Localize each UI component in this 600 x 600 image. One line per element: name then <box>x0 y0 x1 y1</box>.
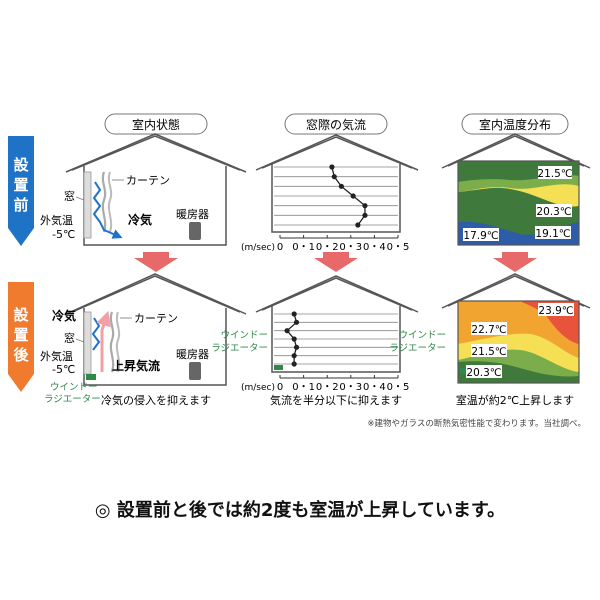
airflow-point <box>291 361 297 367</box>
window-pane <box>83 171 92 239</box>
svg-text:ウインドー: ウインドー <box>398 330 446 341</box>
footnote: ※建物やガラスの断熱気密性能で変わります。当社調べ。 <box>367 418 586 429</box>
temp-label: 23.9℃ <box>538 305 573 317</box>
row-label-before: 設 置 前 <box>8 136 34 246</box>
cold-air-arrow <box>92 181 123 239</box>
column-header-window-airflow: 窓際の気流 <box>284 113 388 135</box>
airflow-point <box>362 212 368 218</box>
svg-text:カーテン: カーテン <box>126 174 170 187</box>
axis-tick-label: 0・1 <box>292 242 315 253</box>
temperature-map-after: 23.9℃ 22.7℃ 21.5℃ 20.3℃ ウインドー ラジエーター <box>389 273 591 384</box>
svg-text:カーテン: カーテン <box>134 312 178 325</box>
rising-air-arrow <box>96 310 111 372</box>
axis-tick-label: 0・1 <box>292 382 315 393</box>
temp-label: 20.3℃ <box>466 367 501 379</box>
svg-text:外気温: 外気温 <box>40 349 73 363</box>
airflow-point <box>291 353 297 359</box>
temp-label: 20.3℃ <box>536 206 571 218</box>
row-label-after: 設 置 後 <box>8 282 34 392</box>
svg-text:外気温: 外気温 <box>40 213 73 227</box>
svg-text:室内状態: 室内状態 <box>132 117 180 132</box>
airflow-point <box>331 174 337 180</box>
svg-text:-5℃: -5℃ <box>52 363 75 376</box>
axis-tick-label: 0・5 <box>387 242 410 253</box>
airflow-point <box>291 336 297 342</box>
row-label-before-char-1: 設 <box>13 156 29 174</box>
temp-label: 17.9℃ <box>463 230 498 242</box>
svg-text:暖房器: 暖房器 <box>176 348 209 361</box>
svg-text:ウインドー: ウインドー <box>50 382 98 393</box>
temp-label: 22.7℃ <box>471 324 506 336</box>
house-after-room: カーテン 冷気 上昇気流 暖房器 窓 外気温 -5℃ ウインドー ラジエーター <box>40 273 247 405</box>
svg-text:冷気: 冷気 <box>128 212 152 227</box>
temp-label: 19.1℃ <box>535 228 570 240</box>
axis-tick-label: 0 <box>277 382 283 393</box>
airflow-point <box>329 164 335 170</box>
temperature-map-before: 21.5℃ 20.3℃ 17.9℃ 19.1℃ <box>441 133 591 246</box>
axis-tick-label: 0・4 <box>363 242 386 253</box>
svg-text:室内温度分布: 室内温度分布 <box>479 117 551 132</box>
airflow-point <box>362 203 368 209</box>
temp-label: 21.5℃ <box>471 346 506 358</box>
window-radiator-icon <box>460 368 470 374</box>
temp-label: 21.5℃ <box>537 168 572 180</box>
axis-tick-label: 0・5 <box>387 382 410 393</box>
axis-tick-label: 0・3 <box>339 382 362 393</box>
row-label-after-char-3: 後 <box>12 346 29 364</box>
airflow-point <box>293 344 300 350</box>
airflow-point <box>293 319 300 325</box>
svg-text:ラジエーター: ラジエーター <box>389 343 446 354</box>
airflow-point <box>284 328 290 334</box>
svg-text:暖房器: 暖房器 <box>176 208 209 221</box>
cold-air-wave <box>91 317 101 351</box>
axis-tick-label: 0・4 <box>363 382 386 393</box>
svg-text:ラジエーター: ラジエーター <box>44 394 101 405</box>
svg-text:窓際の気流: 窓際の気流 <box>306 117 366 132</box>
airflow-point <box>355 222 361 228</box>
window-radiator-icon <box>86 374 96 380</box>
svg-text:ラジエーター: ラジエーター <box>211 343 268 354</box>
row-label-after-char-2: 置 <box>13 326 28 344</box>
svg-text:冷気: 冷気 <box>52 308 76 323</box>
svg-text:ウインドー: ウインドー <box>220 330 268 341</box>
house-before-room: カーテン 冷気 暖房器 窓 外気温 -5℃ <box>40 133 247 246</box>
down-arrow-col2 <box>314 252 358 272</box>
svg-text:-5℃: -5℃ <box>52 228 75 241</box>
axis-tick-label: 0 <box>277 242 283 253</box>
row-label-after-char-1: 設 <box>13 306 29 324</box>
curtain <box>101 171 107 233</box>
caption-col1-after: 冷気の侵入を抑えます <box>101 393 211 407</box>
airflow-point <box>338 183 344 189</box>
caption-col3-after: 室温が約2℃上昇します <box>456 393 574 407</box>
airflow-point <box>291 311 297 317</box>
column-header-temperature-distribution: 室内温度分布 <box>461 113 569 135</box>
axis-unit-label: (m/sec) <box>241 243 275 253</box>
window-radiator-icon <box>274 365 283 370</box>
row-label-before-char-3: 前 <box>13 196 28 214</box>
svg-text:窓: 窓 <box>64 189 75 203</box>
axis-unit-label: (m/sec) <box>241 383 275 393</box>
bottom-caption: ◎ 設置前と後では約2度も室温が上昇しています。 <box>94 500 506 521</box>
down-arrow-col1 <box>134 252 178 272</box>
curtain <box>109 311 115 373</box>
column-header-room-state: 室内状態 <box>104 113 208 135</box>
airflow-point <box>350 193 356 199</box>
row-label-before-char-2: 置 <box>13 176 28 194</box>
svg-text:窓: 窓 <box>64 331 75 345</box>
caption-col2-after: 気流を半分以下に抑えます <box>270 393 402 407</box>
axis-tick-label: 0・2 <box>316 382 339 393</box>
axis-tick-label: 0・3 <box>339 242 362 253</box>
axis-tick-label: 0・2 <box>316 242 339 253</box>
heater-icon <box>189 222 201 240</box>
svg-text:上昇気流: 上昇気流 <box>112 358 160 373</box>
down-arrow-col3 <box>493 252 537 272</box>
heater-icon <box>189 362 201 380</box>
